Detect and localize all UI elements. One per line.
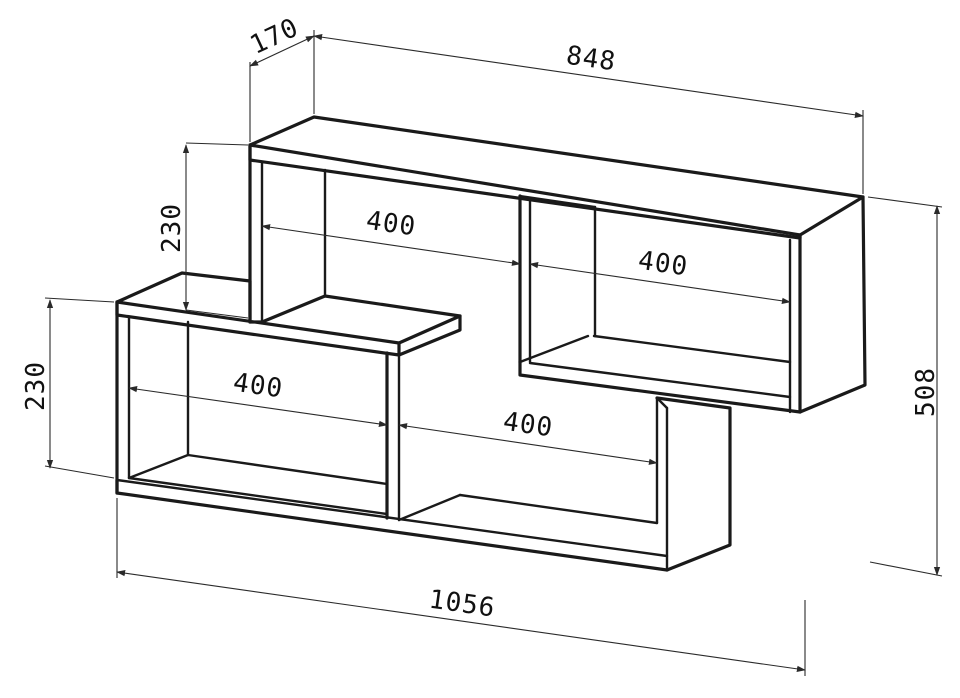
ext-line [867,196,943,208]
dimension-labels: 170 848 230 230 508 1056 400 400 400 400 [21,13,941,624]
upper-right-bottom-inner [528,361,792,399]
lower-left-bottom-inner [127,476,389,516]
dim-lower-right-line [398,423,658,465]
lower-left-bottom-back [127,453,190,480]
bottom-board-front [115,478,669,572]
lower-divider-back [397,493,462,522]
bottom-board-top-edge [115,478,669,558]
upper-right-back-bottom [592,334,792,364]
ext-line [185,142,249,146]
dim-upper-right-label: 400 [636,246,690,283]
dim-upper-left-label: 400 [364,206,418,243]
ext-line [44,465,115,479]
lower-right-panel-top [655,396,669,410]
lower-top-right-side [397,314,462,357]
top-board-front-edge [248,158,802,240]
dim-top-width-label: 848 [564,41,618,78]
dim-depth-line [249,35,315,67]
dim-depth-label: 170 [246,13,304,61]
upper-divider-top [518,194,597,209]
dim-total-width-line [116,570,806,672]
dimension-lines [44,30,943,676]
dim-upper-height-label: 230 [157,203,187,253]
ext-line [185,309,249,319]
top-board-top-face [248,115,865,237]
dim-total-height-label: 508 [911,367,941,417]
ext-line [44,297,115,303]
lower-top-front [115,300,401,357]
dim-lower-left-label: 400 [231,368,285,405]
lower-top-front-edge [115,313,401,357]
lower-left-back-bottom [186,453,389,486]
lower-top-face [115,271,462,345]
lower-right-panel [655,396,732,572]
upper-right-bottom-back [518,334,590,364]
right-panel [798,195,867,414]
dim-upper-left-line [261,224,521,266]
dim-lower-right-label: 400 [501,407,555,444]
dim-lower-left-line [128,386,388,427]
dim-top-width-line [313,34,864,118]
lower-right-back-bottom [458,493,659,525]
dim-lower-height-label: 230 [21,361,51,411]
ext-line [869,561,943,577]
upper-right-bottom-shelf [518,360,802,414]
shelf-unit [115,115,867,572]
dim-upper-right-line [529,262,791,304]
